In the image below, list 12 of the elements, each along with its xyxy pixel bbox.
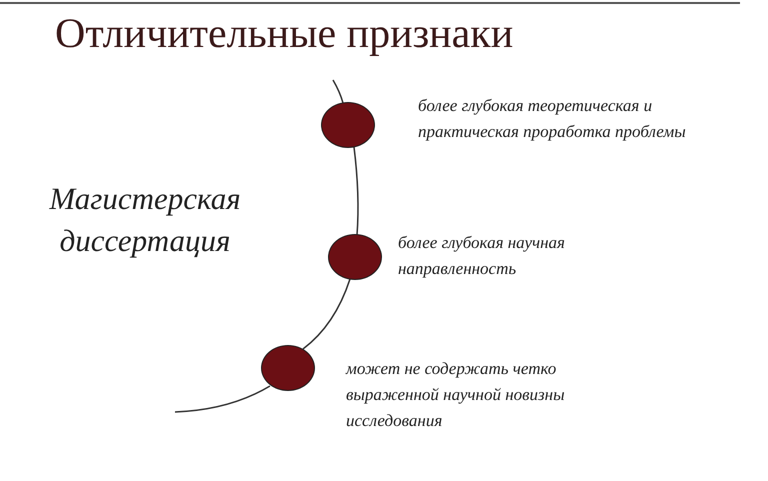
slide-title: Отличительные признаки [55, 10, 514, 58]
curve-line [332, 80, 344, 104]
bullet-dot [261, 345, 315, 391]
bullet-dot [321, 102, 375, 148]
curve-line [302, 278, 351, 350]
bullet-text: более глубокая теоретическая и практическая проработка проблемы [418, 95, 687, 143]
curve-line [174, 385, 270, 413]
bullet-text: более глубокая научная направленность [398, 232, 566, 280]
bullet-text: может не содержать четко выраженной научной новизны исследования [346, 358, 566, 432]
curve-line [353, 146, 359, 236]
side-label: Магистерская диссертация [48, 180, 242, 260]
bullet-dot [328, 234, 382, 280]
